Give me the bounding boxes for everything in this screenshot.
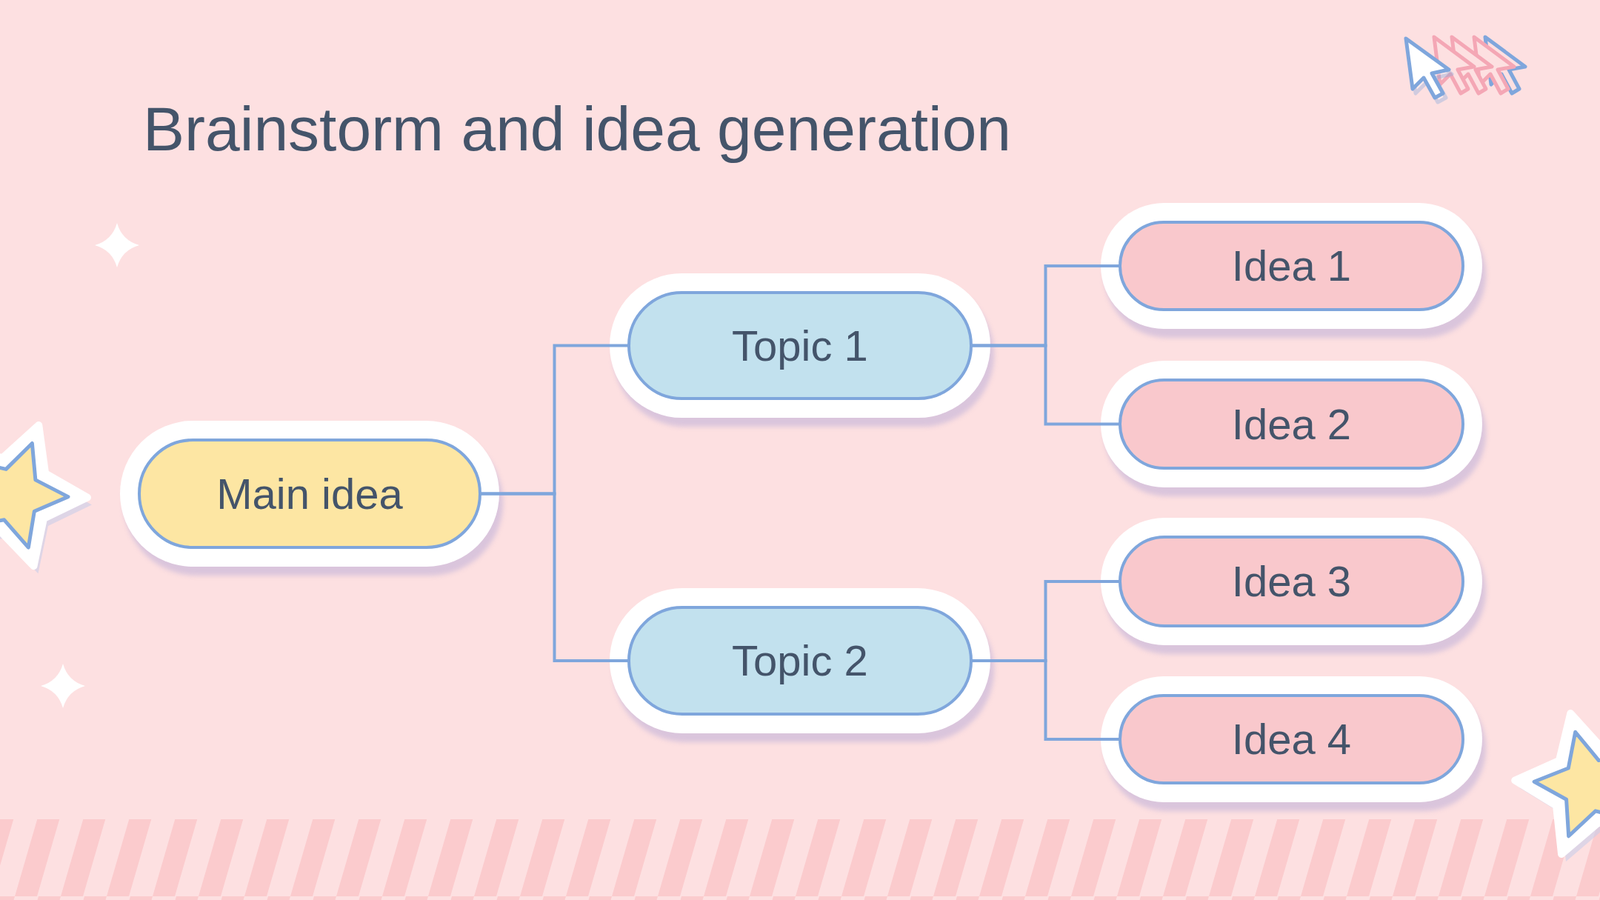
star xyxy=(0,425,92,574)
branch-connector xyxy=(480,494,629,662)
idea-pill: Idea 1 xyxy=(1118,220,1465,312)
node-label: Idea 3 xyxy=(1231,557,1352,606)
branch-connector xyxy=(971,345,1120,425)
idea-pill: Idea 2 xyxy=(1118,378,1465,470)
idea-pill: Idea 3 xyxy=(1118,535,1465,628)
node-label: Topic 1 xyxy=(731,322,869,370)
idea-pill: Idea 4 xyxy=(1118,694,1465,785)
main-idea-pill: Main idea xyxy=(137,438,482,549)
branch-connector xyxy=(971,265,1120,346)
cursor-icons xyxy=(1405,37,1526,103)
star xyxy=(1514,713,1600,862)
sparkle xyxy=(94,222,140,268)
branch-connector xyxy=(971,660,1120,740)
branch-connector xyxy=(480,345,629,495)
slide-title: Brainstorm and idea generation xyxy=(142,94,1012,163)
topic-pill: Topic 1 xyxy=(627,291,973,400)
node-label: Topic 2 xyxy=(731,637,869,685)
node-label: Idea 4 xyxy=(1231,715,1352,763)
node-label: Idea 1 xyxy=(1231,242,1352,290)
stripe-band xyxy=(0,819,1600,900)
branch-connector xyxy=(971,581,1120,661)
topic-pill: Topic 2 xyxy=(627,605,973,716)
node-label: Main idea xyxy=(216,470,403,518)
sparkle xyxy=(40,663,86,709)
node-label: Idea 2 xyxy=(1231,400,1352,449)
